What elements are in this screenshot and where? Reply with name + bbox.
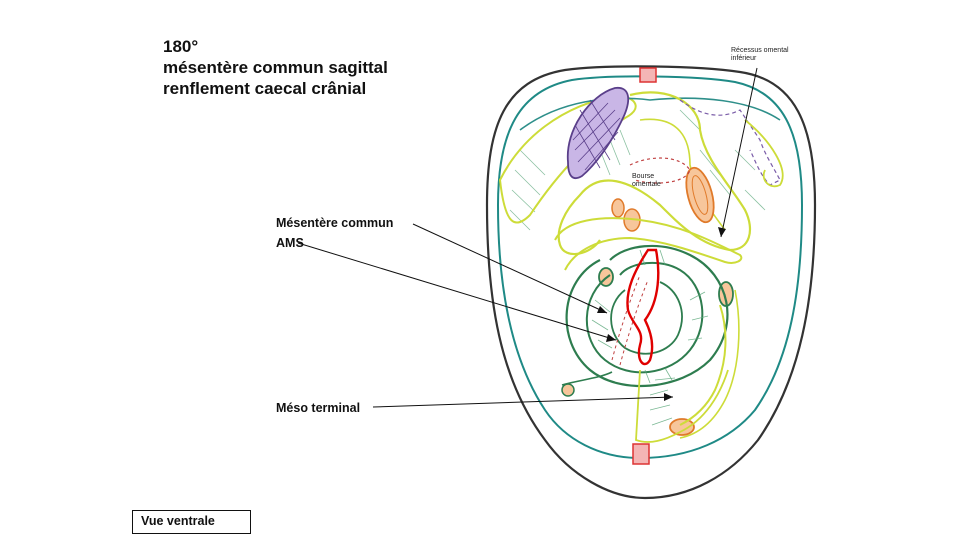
orange-organ-bottom-left	[561, 383, 575, 397]
spleen-crosshatch	[572, 99, 621, 171]
orange-organ-caecal	[669, 418, 695, 436]
label-ams: AMS	[276, 236, 304, 250]
mesentery-loop-outer	[565, 244, 729, 388]
oesophagus-segment	[639, 67, 657, 83]
orange-organ-upper	[685, 166, 715, 224]
pointer-ams	[297, 242, 617, 341]
meso-terminal-fold	[635, 369, 729, 443]
mesentery-loop-inner	[610, 281, 683, 355]
mesentery-loop-mid	[585, 261, 704, 374]
label-recessus-omental: Récessus omental inférieur	[731, 47, 789, 63]
orange-organ-upper-inner	[691, 175, 709, 215]
hatching-meso-terminal	[649, 377, 676, 426]
label-bourse-line2: omentale	[632, 181, 661, 188]
pointer-arrowheads	[597, 227, 726, 401]
pointer-mesentere-commun	[412, 223, 608, 314]
spleen-purple	[566, 87, 630, 180]
recessus-line-right	[744, 119, 784, 188]
label-recessus-line2: inférieur	[731, 55, 757, 62]
view-label-text: Vue ventrale	[141, 514, 215, 528]
left-tail	[561, 371, 613, 386]
stomach-outline	[557, 91, 752, 256]
right-colon	[679, 304, 727, 426]
duodenum-loop	[554, 217, 743, 271]
outer-body-contour	[485, 65, 817, 500]
left-yellow-fold	[498, 93, 637, 224]
pointer-lines	[297, 67, 758, 408]
label-mesentere-commun: Mésentère commun	[276, 216, 394, 230]
upper-green-fold	[519, 97, 781, 131]
title-line-mesentery: mésentère commun sagittal	[163, 58, 388, 77]
orange-organ-small-1	[611, 198, 625, 218]
pointer-meso-terminal	[372, 396, 674, 408]
label-bourse-line1: Bourse	[632, 173, 655, 180]
dashed-fold-right	[679, 99, 781, 186]
label-recessus-line1: Récessus omental	[731, 47, 789, 54]
label-meso-terminal: Méso terminal	[276, 401, 361, 415]
bursa-dashed	[629, 157, 691, 184]
title-line-caecal: renflement caecal crânial	[163, 79, 367, 98]
rectum-segment	[632, 443, 650, 465]
pointer-recessus	[720, 67, 758, 238]
ams-red-vessel	[626, 248, 660, 366]
dashed-vessel	[611, 274, 641, 361]
view-label-box: Vue ventrale	[132, 510, 251, 534]
diagram-title: 180° mésentère commun sagittal renflemen…	[163, 36, 388, 99]
title-line-angle: 180°	[163, 37, 199, 56]
right-colon-outer	[679, 289, 740, 439]
label-bourse-omentale: Bourse omentale	[632, 173, 661, 189]
hatching-mesentery	[591, 249, 709, 384]
